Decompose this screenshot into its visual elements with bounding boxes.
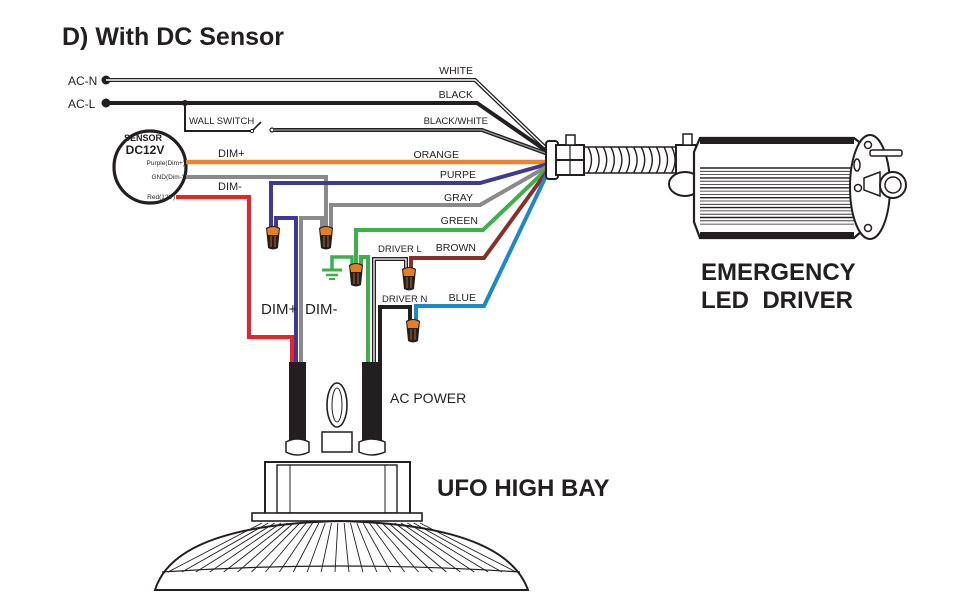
wire-sensor-gray: DIM- [186,175,328,228]
wire-nut-icon [319,226,333,250]
wire-purple: PURPE [269,162,549,368]
wire-orange: DIM+ ORANGE [186,148,548,165]
sensor-pin-gnd: GND(Dim-) [152,174,185,181]
driver-n-label: DRIVER N [382,294,428,305]
ufo-high-bay-label: UFO HIGH BAY [437,475,609,502]
wire-black: BLACK [106,89,550,154]
wire-brown: BROWN DRIVER L [372,168,550,368]
conduit-connector [545,134,585,180]
ufo-heatsink-fins [161,522,521,573]
ac-power-label: AC POWER [390,390,466,406]
emergency-label-line2: LED DRIVER [701,287,853,314]
terminal-label: AC-L [68,97,96,111]
wire-label-white: WHITE [439,65,473,77]
wire-nut-icon [406,319,420,343]
wire-black-white: BLACK/WHITE [274,116,549,156]
driver-pipe [869,149,903,157]
dc-sensor: SENSOR DC12V Purple(Dim+) GND(Dim-) Red(… [112,129,188,205]
sensor-title: SENSOR [124,133,163,143]
emergency-label-line1: EMERGENCY [701,259,856,286]
wire-label-blue: BLUE [449,292,476,304]
fixture-cable-ac [358,362,386,456]
sensor-dim-plus-label: DIM+ [218,148,245,160]
wire-label-orange: ORANGE [413,149,459,161]
wall-switch-label: WALL SWITCH [189,116,254,127]
ground-icon [322,268,342,280]
wire-nut-icon [266,226,280,250]
terminal-ac-n: AC-N [68,74,111,88]
driver-l-label: DRIVER L [378,244,422,255]
terminal-label: AC-N [68,74,97,88]
sensor-pin-red: Red(12V) [147,194,175,201]
wire-sensor-red [176,195,294,368]
sensor-voltage: DC12V [126,143,165,157]
wire-white: WHITE [106,65,550,152]
wire-label-black-white: BLACK/WHITE [424,116,488,127]
wire-green: GREEN [322,166,550,368]
ufo-high-bay-fixture [153,461,530,591]
wire-label-brown: BROWN [436,242,476,254]
fixture-cable-dim [285,362,310,456]
heatsink-fins [700,167,854,225]
emergency-driver-label: EMERGENCY LED DRIVER [701,259,856,314]
wire-label-purple: PURPE [440,169,476,181]
wire-label-gray: GRAY [444,192,473,204]
wire-gray: GRAY [299,164,549,368]
switch-lever [251,121,262,132]
wall-switch: WALL SWITCH [182,100,275,134]
wire-blue: BLUE DRIVER N [378,171,550,368]
emergency-driver-unit [668,133,907,240]
fixture-dim-plus-label: DIM+ [261,301,297,318]
diagram-title: D) With DC Sensor [62,23,284,51]
wire-nut-icon [402,267,416,291]
sensor-body [112,129,188,205]
flexible-conduit [584,146,676,174]
hanging-loop [321,382,353,453]
wire-nut-group [266,226,420,343]
fixture-dim-minus-label: DIM- [305,301,338,318]
wire-nut-icon [349,263,363,287]
terminal-ac-l: AC-L [68,97,111,111]
sensor-dim-minus-label: DIM- [218,181,242,193]
sensor-pin-purple: Purple(Dim+) [147,160,185,167]
wire-label-green: GREEN [441,215,478,227]
wire-label-black: BLACK [439,89,473,101]
